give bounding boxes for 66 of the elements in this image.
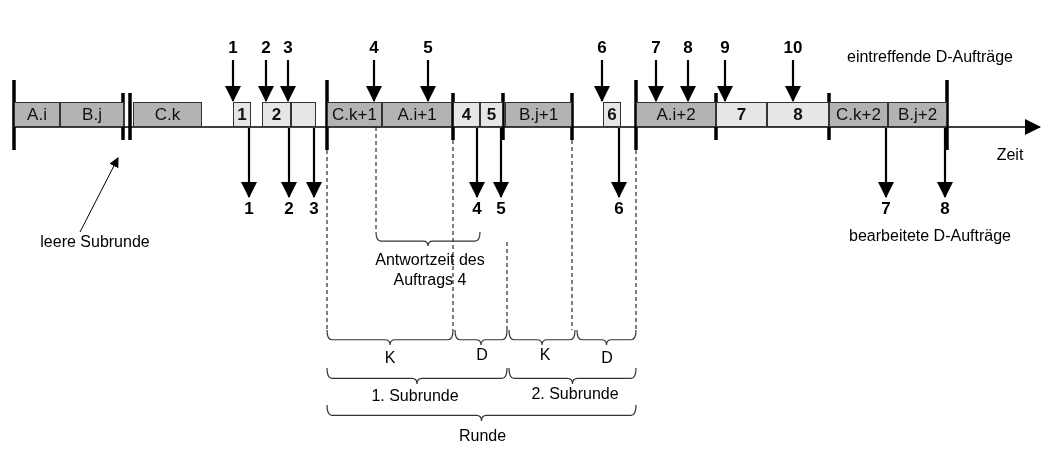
job-number: 10 xyxy=(781,38,805,58)
time-slot-box: B.j+1 xyxy=(505,102,572,127)
time-slot-box: A.i xyxy=(14,102,60,127)
brace-label: K xyxy=(538,345,552,365)
job-number: 3 xyxy=(302,199,326,219)
job-box: 6 xyxy=(603,102,621,127)
arrow xyxy=(306,128,322,198)
arrow xyxy=(281,128,297,198)
job-box: 8 xyxy=(767,102,829,127)
job-number: 8 xyxy=(933,199,957,219)
job-box: 1 xyxy=(233,102,251,127)
time-slot-box: A.i+1 xyxy=(382,102,452,127)
job-number: 4 xyxy=(465,199,489,219)
job-number: 4 xyxy=(362,38,386,58)
brace-label: Runde xyxy=(457,426,508,446)
job-box: 4 xyxy=(453,102,480,127)
arrow xyxy=(648,60,664,102)
arrow xyxy=(717,60,733,102)
leader-line xyxy=(79,157,119,233)
job-box: 2 xyxy=(262,102,291,127)
arrow xyxy=(469,128,485,198)
arrow xyxy=(680,60,696,102)
time-slot-box: A.i+2 xyxy=(636,102,716,127)
arrow xyxy=(241,128,257,198)
arrow xyxy=(258,60,274,102)
arrow xyxy=(493,128,509,198)
time-slot-box: B.j+2 xyxy=(888,102,947,127)
job-number: 6 xyxy=(607,199,631,219)
arrow xyxy=(937,128,953,198)
job-number: 1 xyxy=(237,199,261,219)
time-slot-box: C.k xyxy=(133,102,202,127)
job-number: 7 xyxy=(644,38,668,58)
arrow xyxy=(594,60,610,102)
job-number: 3 xyxy=(276,38,300,58)
job-number: 2 xyxy=(277,199,301,219)
axis-label: Zeit xyxy=(995,145,1025,165)
job-box xyxy=(291,102,316,127)
arrow xyxy=(366,60,382,102)
annotation-text: Antwortzeit des Auftrags 4 xyxy=(374,250,486,290)
time-slot-box: B.j xyxy=(60,102,124,127)
legend-text: bearbeitete D-Aufträge xyxy=(848,226,1012,246)
job-number: 9 xyxy=(713,38,737,58)
job-number: 2 xyxy=(254,38,278,58)
brace-label: 1. Subrunde xyxy=(370,386,460,406)
arrow xyxy=(785,60,801,102)
job-box: 5 xyxy=(480,102,503,127)
arrow xyxy=(225,60,241,102)
job-number: 1 xyxy=(221,38,245,58)
brace-label: D xyxy=(600,348,614,368)
job-number: 5 xyxy=(489,199,513,219)
time-slot-box: C.k+1 xyxy=(327,102,382,127)
legend-text: eintreffende D-Aufträge xyxy=(846,47,1014,67)
arrow xyxy=(280,60,296,102)
time-slot-box: C.k+2 xyxy=(829,102,888,127)
arrow xyxy=(878,128,894,198)
brace-label: K xyxy=(383,348,397,368)
job-number: 8 xyxy=(676,38,700,58)
brace-label: 2. Subrunde xyxy=(530,384,620,404)
annotation-text: leere Subrunde xyxy=(35,232,155,252)
arrow xyxy=(611,128,627,198)
job-number: 5 xyxy=(416,38,440,58)
job-number: 7 xyxy=(874,199,898,219)
job-number: 6 xyxy=(590,38,614,58)
job-box: 7 xyxy=(716,102,767,127)
arrow xyxy=(420,60,436,102)
brace-label: D xyxy=(475,345,489,365)
